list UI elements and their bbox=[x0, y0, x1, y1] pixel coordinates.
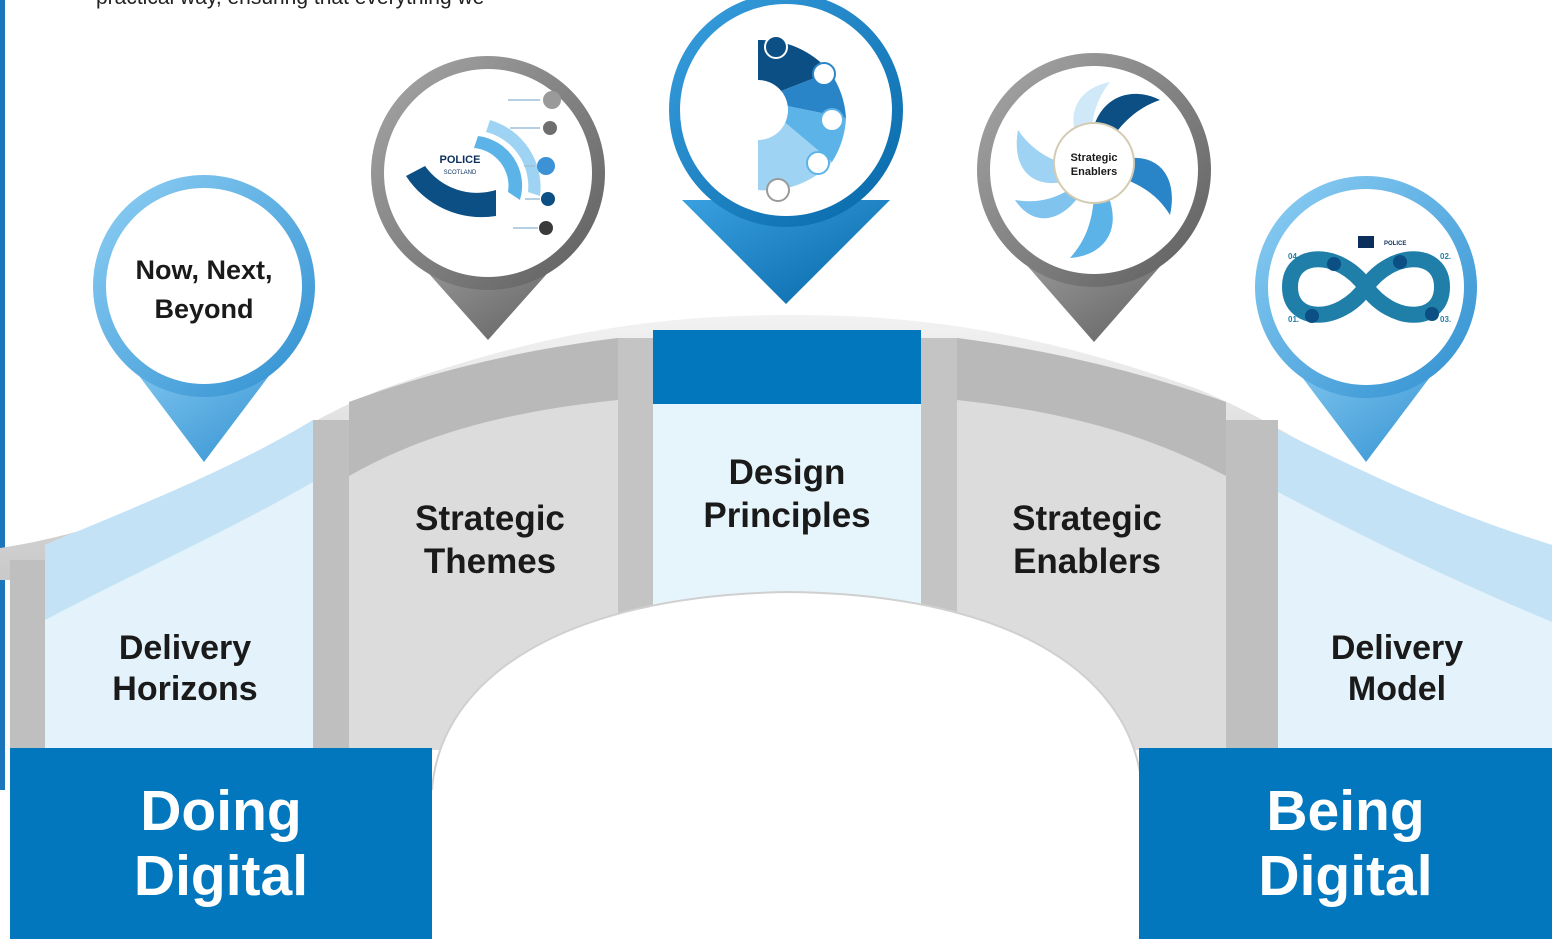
delivery-model-step-04: 04. bbox=[1288, 252, 1299, 261]
eye-icon bbox=[541, 192, 555, 206]
search-icon bbox=[543, 121, 557, 135]
label-delivery-horizons-line2: Horizons bbox=[112, 670, 258, 709]
delivery-model-step-02: 02. bbox=[1440, 252, 1451, 261]
pin-now-next-beyond-line1: Now, Next, bbox=[135, 255, 272, 285]
pin-strategic-enablers: Strategic Enablers bbox=[977, 53, 1211, 342]
left-border-rule bbox=[0, 0, 5, 790]
being-digital-line1: Being bbox=[1266, 779, 1425, 844]
label-design-principles-line2: Principles bbox=[703, 495, 871, 535]
doing-digital-line2: Digital bbox=[133, 843, 309, 908]
pin-strategic-themes: POLICE SCOTLAND bbox=[371, 56, 605, 340]
label-strategic-enablers-line1: Strategic bbox=[1012, 499, 1162, 538]
label-strategic-themes-line2: Themes bbox=[423, 541, 557, 581]
arch-opening bbox=[432, 592, 1142, 939]
label-delivery-model-line2: Model bbox=[1347, 670, 1447, 709]
label-delivery-horizons: Delivery Horizons bbox=[60, 628, 310, 711]
police-logo-line2: SCOTLAND bbox=[444, 170, 477, 176]
being-digital-box: Being Digital bbox=[1139, 748, 1552, 939]
pin-delivery-model: POLICE 04. 02. 01. 03. bbox=[1255, 176, 1477, 462]
police-badge-icon bbox=[1358, 236, 1374, 248]
label-delivery-model: Delivery Model bbox=[1278, 628, 1516, 711]
label-strategic-enablers-line2: Enablers bbox=[1013, 541, 1161, 581]
shield-icon bbox=[543, 91, 561, 109]
delivery-model-step-03: 03. bbox=[1440, 315, 1451, 324]
pin-now-next-beyond: Now, Next, Beyond bbox=[93, 175, 315, 462]
hand-icon bbox=[764, 35, 788, 59]
delivery-model-step-01: 01. bbox=[1288, 315, 1299, 324]
label-design-principles: Design Principles bbox=[653, 452, 921, 537]
intro-text: practical way, ensuring that everything … bbox=[96, 0, 484, 10]
doing-digital-box: Doing Digital bbox=[10, 748, 432, 939]
pin-strategic-enablers-line2: Enablers bbox=[1071, 166, 1117, 178]
doing-digital-line1: Doing bbox=[140, 779, 302, 844]
label-design-principles-line1: Design bbox=[728, 453, 846, 492]
pillar-delivery-horizons bbox=[10, 420, 349, 750]
magnifier-icon bbox=[820, 108, 844, 132]
label-strategic-themes: Strategic Themes bbox=[360, 498, 620, 583]
plant-icon bbox=[806, 151, 830, 175]
delivery-model-logo: POLICE bbox=[1384, 241, 1406, 247]
target-icon bbox=[812, 62, 836, 86]
label-delivery-model-line1: Delivery bbox=[1330, 629, 1464, 667]
police-logo-line1: POLICE bbox=[440, 154, 481, 166]
label-strategic-themes-line1: Strategic bbox=[415, 499, 565, 538]
themes-arc-graphic bbox=[406, 166, 496, 218]
pin-now-next-beyond-line2: Beyond bbox=[154, 294, 253, 324]
pin-design-principles bbox=[669, 0, 903, 304]
pillar-delivery-model bbox=[1278, 430, 1552, 750]
label-strategic-enablers: Strategic Enablers bbox=[957, 498, 1217, 583]
person-icon bbox=[766, 178, 790, 202]
gear-icon bbox=[537, 157, 555, 175]
network-icon bbox=[539, 221, 553, 235]
pin-strategic-enablers-line1: Strategic bbox=[1070, 152, 1117, 164]
being-digital-line2: Digital bbox=[1258, 843, 1433, 908]
label-delivery-horizons-line1: Delivery bbox=[118, 629, 252, 667]
